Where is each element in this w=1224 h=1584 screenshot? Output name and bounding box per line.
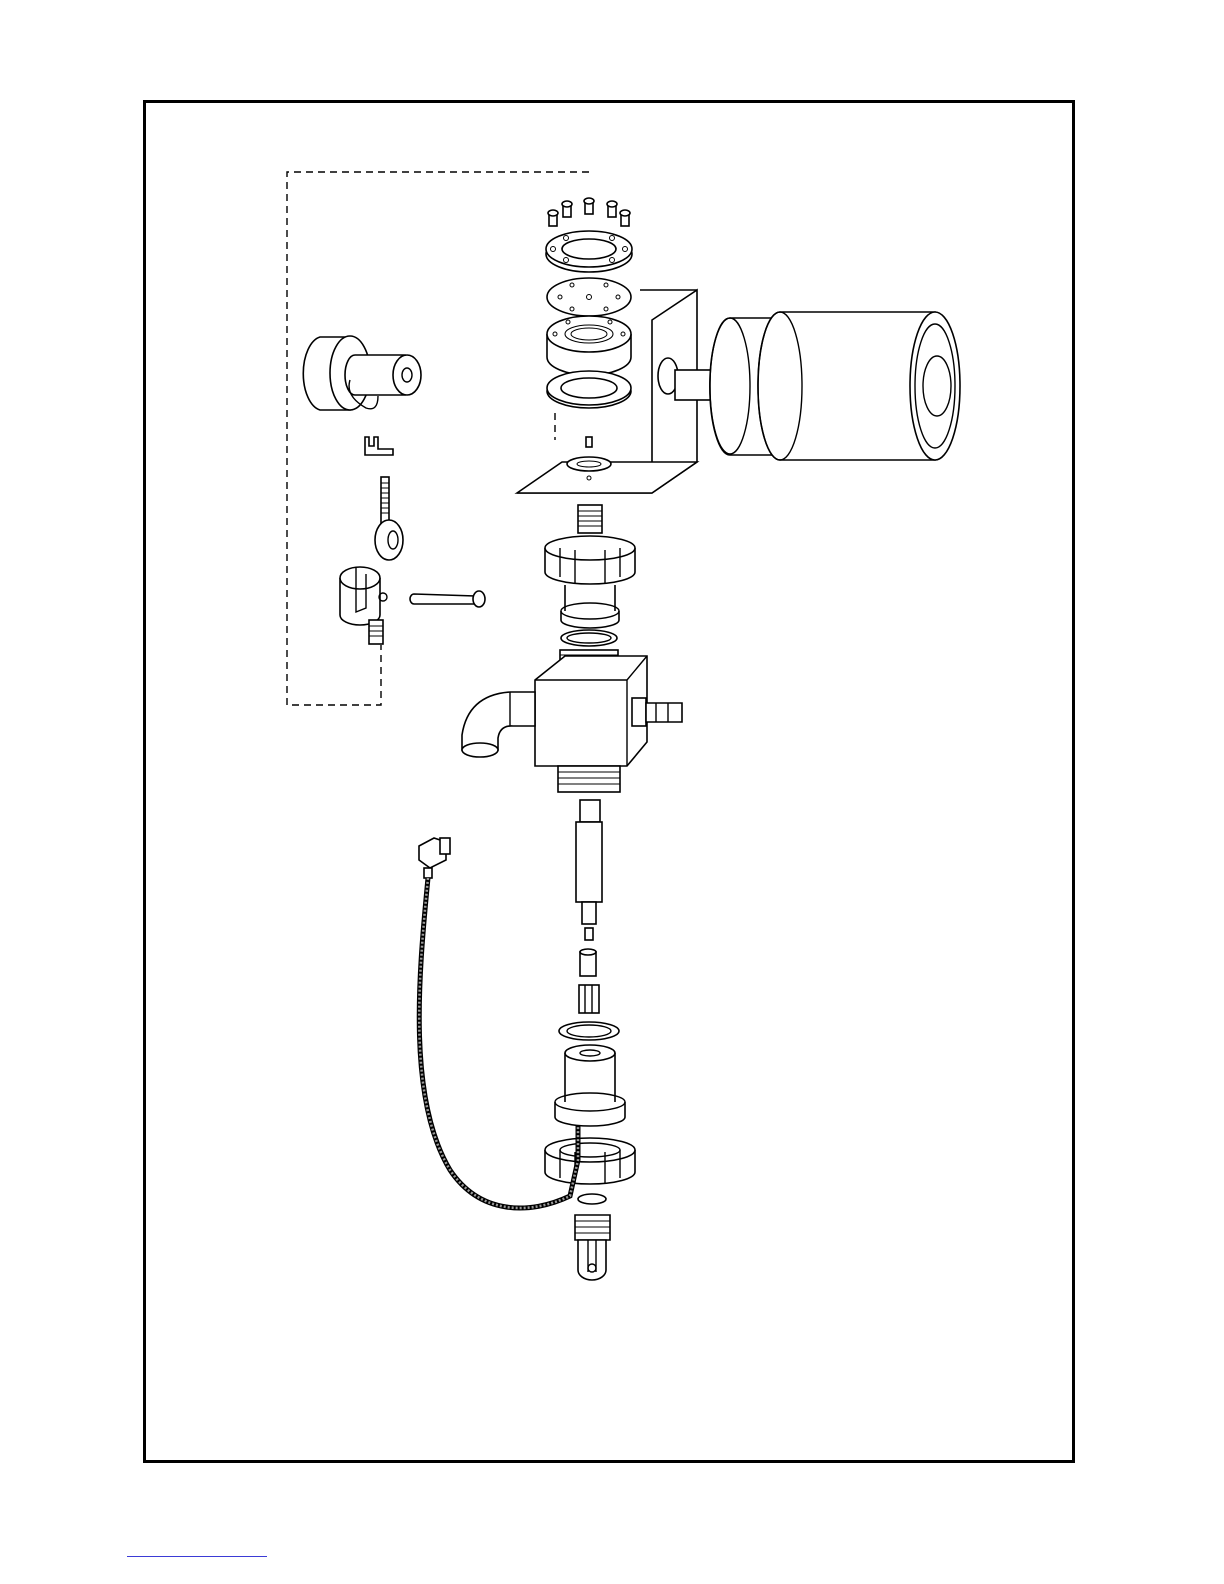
upper-o-ring xyxy=(561,630,617,646)
clip xyxy=(365,437,393,455)
diaphragm-housing xyxy=(547,316,631,375)
lower-gasket xyxy=(559,1022,619,1040)
diaphragm-plate xyxy=(547,278,631,316)
motor xyxy=(675,312,960,460)
eye-bolt xyxy=(375,477,403,560)
clevis-adapter xyxy=(340,567,387,644)
lower-union-nut xyxy=(545,1138,635,1184)
dashed-leader-line xyxy=(287,172,589,705)
footer-link-underline xyxy=(127,1556,267,1557)
hose-barb xyxy=(632,698,682,726)
bottom-clevis xyxy=(575,1215,610,1280)
small-o-ring xyxy=(578,1194,606,1204)
upper-union-nut-fitting xyxy=(545,505,635,628)
mounting-screws xyxy=(548,198,630,226)
lower-cylinder xyxy=(555,1045,625,1126)
motor-coupling xyxy=(303,336,421,410)
diaphragm-gasket xyxy=(547,371,631,408)
sleeve xyxy=(580,949,596,976)
clevis-pin xyxy=(410,591,485,607)
valve-body xyxy=(535,650,647,792)
set-screw xyxy=(585,928,593,940)
plunger-shaft xyxy=(576,800,602,924)
spring xyxy=(579,985,599,1013)
retaining-flange xyxy=(546,231,632,272)
elbow-fitting xyxy=(462,692,535,757)
